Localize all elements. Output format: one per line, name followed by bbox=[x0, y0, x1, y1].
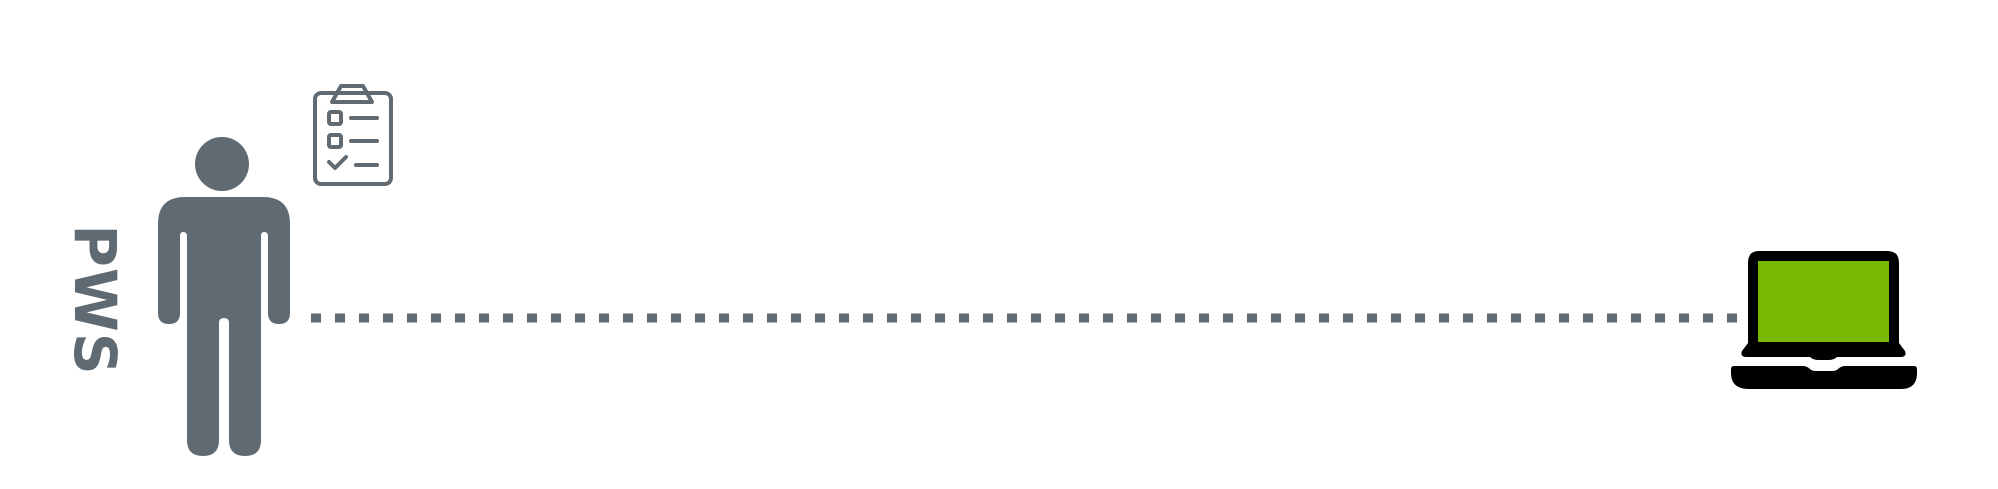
diagram-canvas: PWS bbox=[61, 84, 1917, 456]
clipboard-checklist-icon bbox=[313, 84, 393, 186]
person-icon bbox=[158, 137, 290, 456]
connection-line bbox=[311, 313, 1752, 323]
laptop-icon bbox=[1731, 251, 1917, 389]
